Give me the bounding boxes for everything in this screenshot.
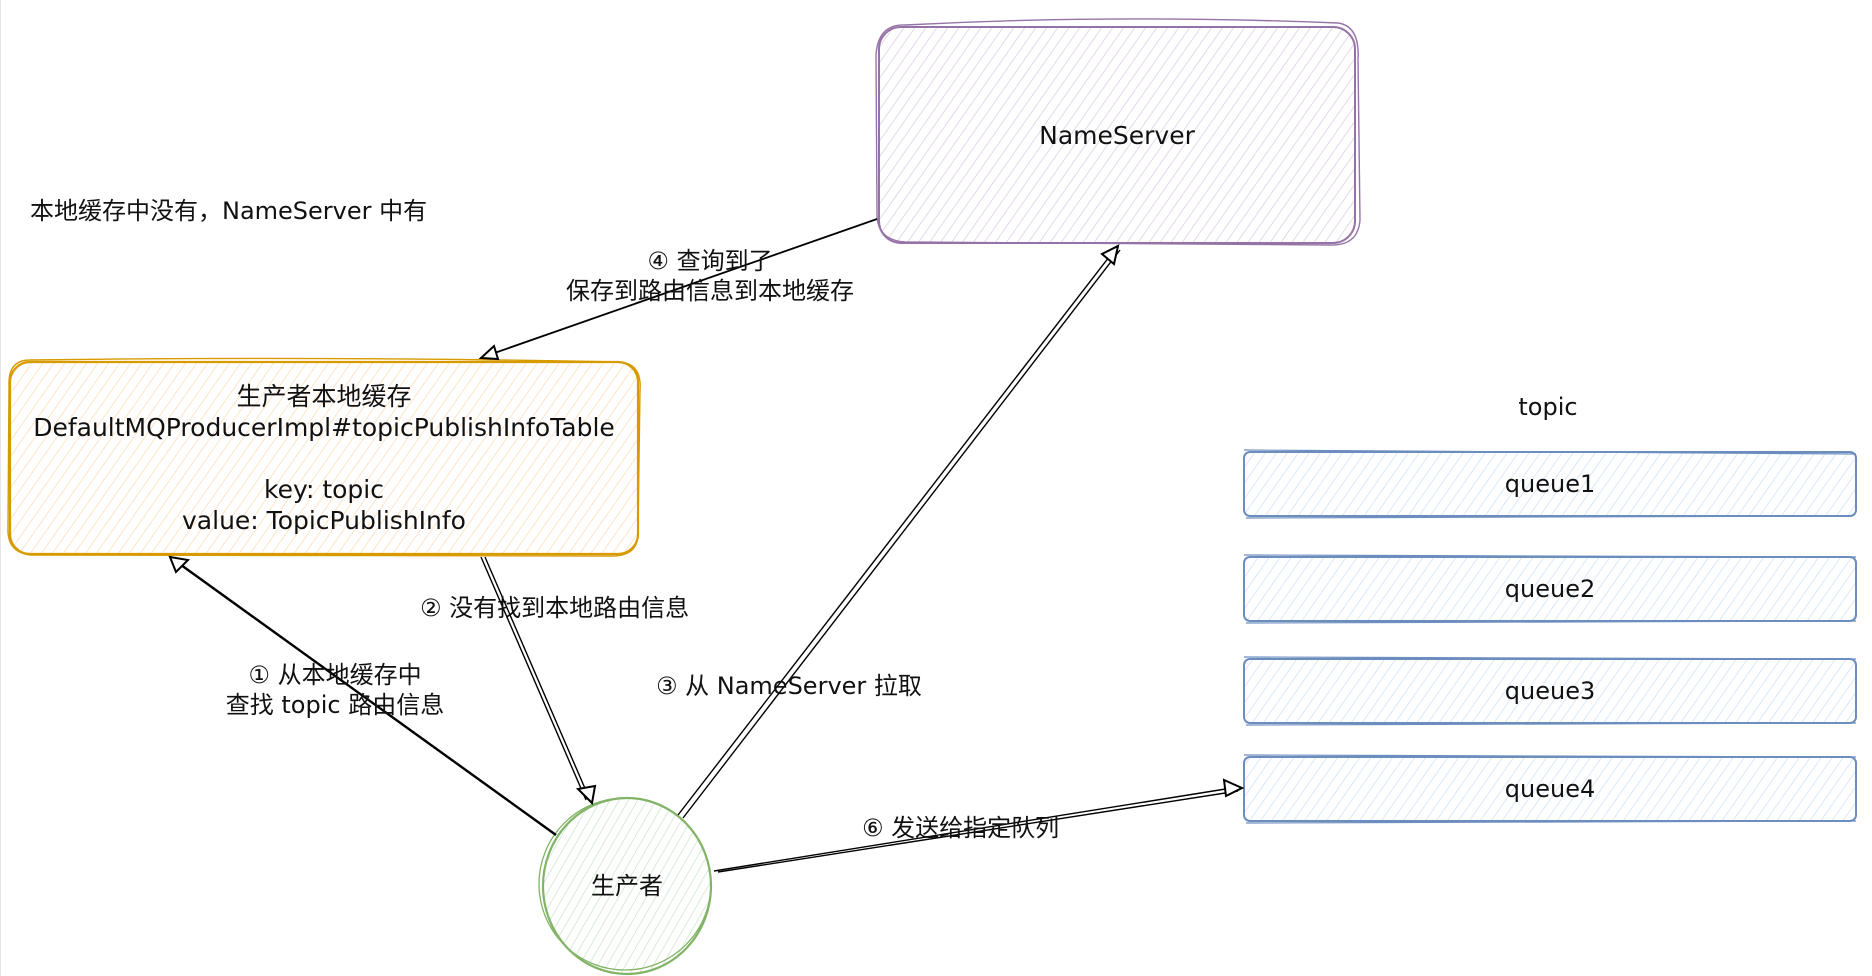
edge-step2-label: ② 没有找到本地路由信息 (420, 594, 690, 622)
topic-label: topic (1518, 393, 1578, 421)
note-label: 本地缓存中没有，NameServer 中有 (30, 197, 428, 225)
topic-queues (1243, 449, 1857, 824)
queue2-label-wrap: queue2 (1244, 557, 1856, 621)
producer-label-wrap: 生产者 (543, 798, 711, 974)
arrowhead-icon (478, 344, 500, 361)
queue2-label: queue2 (1504, 574, 1596, 603)
queue4-node[interactable] (1243, 754, 1857, 824)
edge-step3-label: ③ 从 NameServer 拉取 (656, 672, 922, 700)
queue1-node[interactable] (1243, 449, 1857, 519)
edge-step4-label-line1: ④ 查询到了 (647, 247, 773, 275)
edge-step4-label-line2: 保存到路由信息到本地缓存 (566, 277, 854, 305)
nameserver-label-wrap: NameServer (879, 27, 1355, 243)
edge-step6[interactable] (713, 778, 1245, 873)
edge-step1-label: ① 从本地缓存中 查找 topic 路由信息 (195, 660, 475, 720)
queue3-label-wrap: queue3 (1244, 659, 1856, 723)
canvas-left-border (0, 0, 1, 976)
local-cache-value: value: TopicPublishInfo (182, 505, 466, 535)
queue3-label: queue3 (1504, 676, 1596, 705)
edge-step1[interactable] (168, 555, 557, 836)
producer-node[interactable] (538, 796, 713, 976)
edge-step1-label-line2: 查找 topic 路由信息 (225, 691, 445, 719)
queue1-label-wrap: queue1 (1244, 452, 1856, 516)
edge-step1-label-line1: ① 从本地缓存中 (248, 661, 422, 689)
producer-label: 生产者 (591, 871, 663, 900)
local-cache-text: 生产者本地缓存 DefaultMQProducerImpl#topicPubli… (10, 362, 638, 554)
arrowhead-icon (575, 784, 597, 806)
queue4-label: queue4 (1504, 774, 1596, 803)
queue2-node[interactable] (1243, 554, 1857, 624)
local-cache-title: 生产者本地缓存 (236, 381, 412, 411)
local-cache-key: key: topic (264, 474, 384, 504)
arrowhead-icon (1222, 778, 1245, 798)
edge-step2[interactable] (480, 556, 597, 806)
edge-step3[interactable] (677, 244, 1121, 819)
arrowhead-icon (1100, 244, 1120, 266)
arrowhead-icon (168, 555, 191, 574)
edge-step6-label: ⑥ 发送给指定队列 (862, 814, 1060, 842)
edge-step4[interactable] (478, 218, 878, 361)
queue4-label-wrap: queue4 (1244, 757, 1856, 821)
edge-step4-label: ④ 查询到了 保存到路由信息到本地缓存 (540, 246, 880, 306)
queue3-node[interactable] (1243, 656, 1857, 726)
local-cache-class-field: DefaultMQProducerImpl#topicPublishInfoTa… (33, 412, 615, 442)
nameserver-label: NameServer (1039, 120, 1195, 150)
nameserver-node[interactable] (875, 18, 1361, 246)
local-cache-node[interactable] (7, 357, 641, 557)
queue1-label: queue1 (1504, 469, 1596, 498)
